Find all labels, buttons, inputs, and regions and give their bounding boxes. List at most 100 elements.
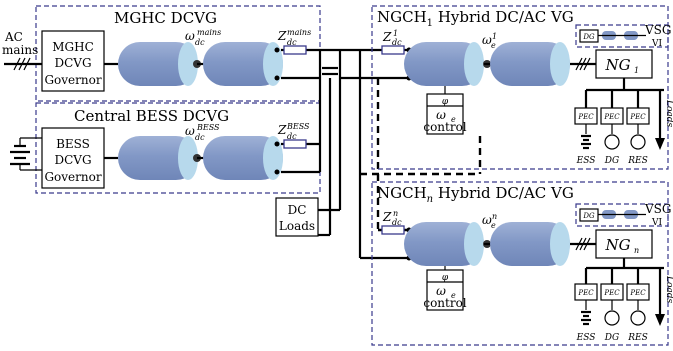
ngch1-ng-label: NG [604,56,630,74]
ngchn-ess-label: ESS [576,333,596,343]
ngch1-z-symbol: Z [382,30,392,44]
mghc-impedance-icon [283,45,307,55]
ngchn-vsg-border [575,203,669,227]
ngch1-ess-label: ESS [576,156,596,166]
bess-dcvg-group: Central BESS DCVG BESS DCVG Governor ω d… [10,102,321,194]
ngchn-control-word: control [423,296,466,310]
mghc-dcvg-title: MGHC DCVG [114,9,217,27]
bess-omega-sub: dc [195,133,205,142]
mghc-omega-sup: mains [197,28,221,37]
ngch1-pec-res-label: PEC [629,113,646,121]
mghc-z-sup: mains [287,28,311,37]
ngch1-res-circle-icon [630,134,646,150]
bess-cylinder-1 [118,136,198,180]
ngch1-border [371,5,669,170]
ngchn-vi-label: VI [651,218,662,228]
mghc-governor-line3: Governor [44,73,101,87]
mghc-z-symbol: Z [277,29,287,43]
ngchn-ng-sub: n [634,246,639,255]
battery-icon [10,137,42,171]
bess-dcvg-title: Central BESS DCVG [74,107,229,125]
mghc-terminal-top [274,47,280,53]
ngchn-omega-symbol: ω [482,213,492,227]
bess-governor-box [41,127,105,189]
bess-omega-symbol: ω [185,124,195,138]
bess-impedance-icon [283,139,307,149]
ngchn-cylinder-1 [404,222,484,266]
ngchn-pec-res-label: PEC [629,289,646,297]
ngchn-control-omega-sub: e [451,291,456,300]
ngchn-group: NGCHn Hybrid DC/AC VG Z dc n ω e n φ ω e… [371,181,673,346]
ngchn-title: NGCHn Hybrid DC/AC VG [377,184,574,205]
ngch1-res-label: RES [627,156,648,166]
ac-mains-label-line1: AC [4,30,23,44]
ngch1-impedance-icon [381,45,405,55]
ngch1-omega-sub: e [491,41,496,50]
ngchn-loads-arrow-icon [655,314,665,326]
dc-loads-line1: DC [288,203,307,217]
ngch1-omega-sup: 1 [492,32,497,41]
ngch1-vsg-border [575,24,669,48]
bess-z-sup: BESS [286,122,310,131]
ngchn-omega-sub: e [491,221,496,230]
mghc-z-sub: dc [287,38,297,47]
bess-z-sub: dc [287,132,297,141]
ngch1-control-omega-sub: e [451,115,456,124]
bess-omega-sup: BESS [196,123,220,132]
ngchn-dg-label: DG [604,333,619,343]
ngch1-loads-arrow-icon [655,138,665,150]
ngchn-omega-sup: n [492,212,497,221]
dc-loads-box [275,197,319,237]
ngchn-control-omega: ω [436,284,446,298]
ngch1-control-phi: φ [442,97,449,107]
bess-governor-line3: Governor [44,170,101,184]
ngchn-vsg-label: VSG [644,202,671,216]
ngchn-vsg-dg-label: DG [582,212,595,220]
ngchn-pec-ess-label: PEC [577,289,594,297]
ngchn-pec-dg-label: PEC [603,289,620,297]
mghc-omega-sub: dc [195,38,205,47]
ngchn-z-symbol: Z [382,210,392,224]
mghc-cylinder-1 [118,42,198,86]
mghc-dcvg-group: MGHC DCVG AC mains MGHC DCVG Governor ω … [2,5,321,102]
ngch1-pec-ess-label: PEC [577,113,594,121]
mghc-governor-line1: MGHC [52,40,94,54]
ac-mains-label-line2: mains [2,43,38,57]
ngch1-control-box [426,93,464,135]
ngch1-vi-label: VI [651,39,662,49]
bess-governor-line1: BESS [56,137,90,151]
bess-cylinder-2 [203,136,283,180]
mghc-omega-symbol: ω [185,29,195,43]
mghc-governor-box [41,30,105,92]
ngchn-z-sub: dc [392,218,402,227]
ngch1-ess-battery-icon [581,134,591,150]
bess-z-symbol: Z [277,123,287,137]
mghc-governor-line2: DCVG [54,56,91,70]
ngch1-control-omega: ω [436,108,446,122]
mghc-terminal-bottom [274,75,280,81]
dc-loads-line2: Loads [279,219,315,233]
ngch1-control-word: control [423,120,466,134]
ngch1-vsg-label: VSG [644,23,671,37]
ngchn-cylinder-2 [490,222,570,266]
ngchn-border [371,181,669,346]
ngch1-vsg-dg-label: DG [582,33,595,41]
ac-mains-hatch-icon [13,57,31,71]
ngch1-cylinder-2 [490,42,570,86]
ngch1-group: NGCH1 Hybrid DC/AC VG Z dc 1 ω e 1 φ ω e… [371,5,673,170]
ngch1-title: NGCH1 Hybrid DC/AC VG [377,8,574,29]
ngch1-dg-label: DG [604,156,619,166]
bess-terminal-bottom [274,169,280,175]
ngch1-z-sup: 1 [393,29,398,38]
ngch1-pec-dg-label: PEC [603,113,620,121]
mghc-cylinder-2 [203,42,283,86]
ngch1-ac-hatch-icon [575,57,591,71]
ngchn-res-label: RES [627,333,648,343]
bess-governor-line2: DCVG [54,153,91,167]
ngchn-impedance-icon [381,225,405,235]
ngchn-dg-circle-icon [604,310,620,326]
ngch1-omega-symbol: ω [482,33,492,47]
bess-terminal-top [274,141,280,147]
ngch1-ng-sub: 1 [634,66,639,75]
